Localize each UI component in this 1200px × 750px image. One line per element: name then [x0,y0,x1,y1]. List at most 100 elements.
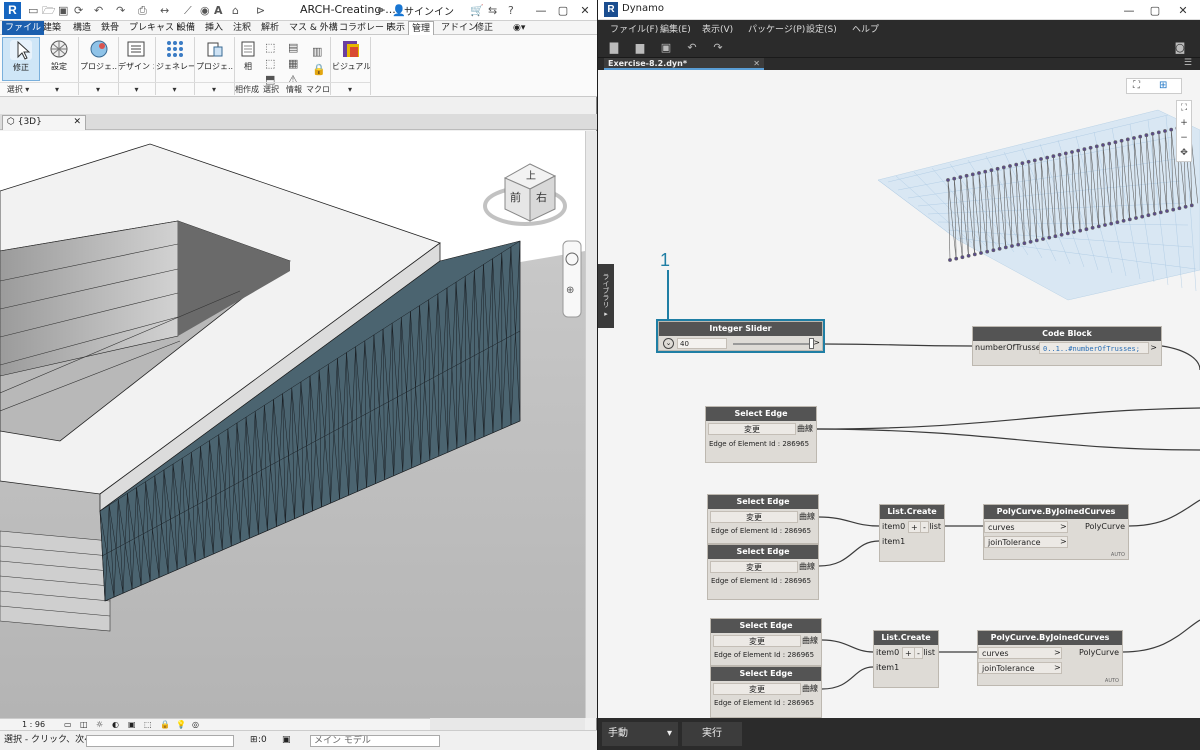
ribbon-tab[interactable]: ファイル [2,21,45,35]
exchange-icon[interactable]: ⇆ [488,4,498,17]
sun-path-icon[interactable]: ☼ [96,720,104,729]
input-port-item1[interactable]: item1 [882,537,906,546]
macro-security-icon[interactable]: 🔒 [312,63,326,76]
cart-icon[interactable]: 🛒 [470,4,484,17]
run-button[interactable]: 実行 [682,722,742,746]
location-panel[interactable]: ▾ [78,82,118,96]
ribbon-tab[interactable]: 解析 [261,23,280,33]
horizontal-scrollbar[interactable] [430,718,585,730]
design-option-dropdown[interactable]: メイン モデル [310,735,440,747]
menu-item[interactable]: 設定(S) [806,25,837,35]
output-port-curve[interactable]: 曲線 [799,562,815,571]
render-icon[interactable]: ▣ [128,720,136,729]
run-mode-dropdown[interactable]: 手動▾ [602,722,678,746]
generate-button[interactable]: ジェネレー... [156,37,194,81]
minimize-icon[interactable]: — [535,4,547,17]
user-icon[interactable]: 👤 [392,4,406,17]
change-button[interactable]: 変更 [713,635,801,647]
viewcube-right[interactable]: 右 [536,190,547,204]
camera-icon[interactable]: ◙ [1174,41,1186,54]
change-button[interactable]: 変更 [710,511,798,523]
open-file-icon[interactable]: ▆ [635,41,645,54]
revit-app-button[interactable]: R [4,2,21,19]
close-icon[interactable]: ✕ [1178,4,1188,17]
vertical-scrollbar[interactable] [585,131,597,718]
signin-button[interactable]: サインイン [404,7,454,18]
section-icon[interactable]: ⊳ [256,4,266,17]
input-port-jointolerance[interactable]: joinTolerance [984,536,1068,548]
expand-icon[interactable]: ⌄ [663,338,674,349]
remove-input-button[interactable]: - [914,647,923,659]
settings-panel[interactable]: ▾ [36,82,78,96]
select-underlay-icon[interactable]: ⬚ [265,57,276,70]
binoculars-icon[interactable]: ⚭ [376,4,386,17]
slider-thumb[interactable] [809,338,814,349]
ribbon-tab[interactable]: アドイン [441,23,478,33]
ribbon-tab[interactable]: マス & 外構 [289,23,338,33]
ribbon-tab[interactable]: 設備 [177,23,196,33]
menu-item[interactable]: ヘルプ [852,25,880,35]
ribbon-options-icon[interactable]: ◉▾ [513,23,526,33]
input-port-curves[interactable]: curves [978,647,1062,659]
viewcube-top[interactable]: 上 [526,170,536,182]
slider-track[interactable] [733,343,813,345]
select-panel[interactable]: 選択 ▾ [0,82,36,96]
output-port[interactable]: > [1150,343,1157,352]
close-tab-icon[interactable]: ✕ [753,59,760,68]
settings-button[interactable]: 設定 [40,37,78,81]
maximize-icon[interactable]: ▢ [557,4,569,17]
output-port-polycurve[interactable]: PolyCurve [1079,648,1119,657]
warnings-icon[interactable]: ⚠ [288,73,298,86]
menu-item[interactable]: ファイル(F) [610,25,659,35]
graph-canvas[interactable]: ⛶ ⊞ ⛶ + − ✥ ライブラリ ▸ 1 Integer Slider ⌄ 4… [598,70,1200,718]
measure-icon[interactable]: ↔ [160,4,170,17]
code-block-node[interactable]: Code Block numberOfTrusses 0..1..#number… [972,326,1162,366]
ribbon-tab[interactable]: 管理 [408,21,435,35]
reveal-icon[interactable]: ◎ [192,720,199,729]
slider-value-field[interactable]: 40 [677,338,727,349]
menu-item[interactable]: パッケージ(P) [748,25,806,35]
project-panel[interactable]: ▾ [194,82,234,96]
file-tab[interactable]: Exercise-8.2.dyn*✕ [604,58,764,70]
input-port-jointolerance[interactable]: joinTolerance [978,662,1062,674]
ribbon-tab[interactable]: 建築 [43,23,62,33]
menu-item[interactable]: 編集(E) [660,25,691,35]
output-port-list[interactable]: list [923,648,935,657]
hide-icon[interactable]: 💡 [176,720,186,729]
input-port-item0[interactable]: item0 [876,648,900,657]
visual-panel[interactable]: ▾ [330,82,370,96]
output-port-curve[interactable]: 曲線 [799,512,815,521]
view-tab-3d[interactable]: ⬡ {3D}✕ [2,115,86,130]
close-icon[interactable]: ✕ [580,4,590,17]
generate-panel[interactable]: ▾ [155,82,194,96]
undo-icon[interactable]: ↶ [94,4,104,17]
geometry-view-icon[interactable]: ⛶ [1133,80,1140,91]
output-port-curve[interactable]: 曲線 [797,424,813,433]
fit-view-icon[interactable]: ⛶ [1180,103,1188,113]
viewcube-front[interactable]: 前 [510,190,521,204]
output-port-polycurve[interactable]: PolyCurve [1085,522,1125,531]
design-options-button[interactable]: デザイン オ... [118,37,154,81]
select-edge-node[interactable]: Select Edge 変更 曲線 Edge of Element Id : 2… [705,406,817,463]
macro-manager-icon[interactable]: ▥ [312,45,323,58]
3d-viewport[interactable]: 上 前 右 ⊕ [0,131,585,718]
project-location-button[interactable]: プロジェ... [80,37,118,81]
ribbon-tab[interactable]: 修正 [475,23,494,33]
polycurve-node[interactable]: PolyCurve.ByJoinedCurves curves > joinTo… [977,630,1123,686]
ribbon-tab[interactable]: 構造 [73,23,92,33]
input-port-item1[interactable]: item1 [876,663,900,672]
project-button[interactable]: プロジェ... [196,37,234,81]
maximize-icon[interactable]: ▢ [1149,4,1161,17]
close-tab-icon[interactable]: ✕ [73,117,81,127]
menu-item[interactable]: 表示(V) [702,25,734,35]
list-create-node[interactable]: List.Create item0 + - list item1 [879,504,945,562]
select-edge-node[interactable]: Select Edge 変更 曲線 Edge of Element Id : 2… [707,544,819,600]
ribbon-tab[interactable]: コラボレート [339,23,394,33]
modify-button[interactable]: 修正 [2,37,40,81]
design-panel[interactable]: ▾ [118,82,155,96]
ribbon-tab[interactable]: 挿入 [205,23,224,33]
shadows-icon[interactable]: ◐ [112,720,119,729]
ids-icon[interactable]: ▤ [288,41,299,54]
graph-view-icon[interactable]: ⊞ [1159,80,1168,91]
select-edge-node[interactable]: Select Edge 変更 曲線 Edge of Element Id : 2… [707,494,819,544]
